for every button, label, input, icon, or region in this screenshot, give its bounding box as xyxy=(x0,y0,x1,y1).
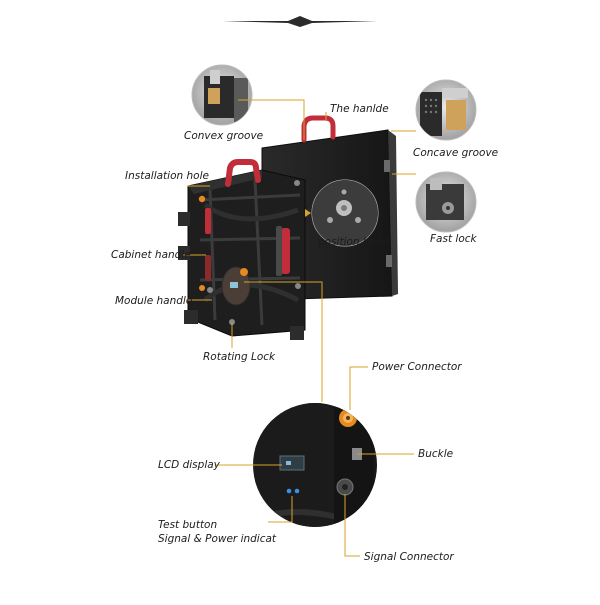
label-position-bead: position bead xyxy=(318,236,390,248)
label-installation-hole: Installation hole xyxy=(125,170,209,182)
leader-power xyxy=(349,366,368,410)
label-fast-lock: Fast lock xyxy=(430,233,477,245)
zoom-connector-side xyxy=(253,403,377,527)
cabinet-front xyxy=(178,159,306,340)
zoom-convex-groove xyxy=(191,64,253,126)
label-cabinet-handle: Cabinet handle xyxy=(111,249,191,261)
leader-signal xyxy=(344,494,360,557)
label-buckle: Buckle xyxy=(418,448,454,460)
label-convex-groove: Convex groove xyxy=(184,130,264,142)
label-signal-connector: Signal Connector xyxy=(364,551,454,563)
label-signal-power: Signal & Power indicat xyxy=(158,533,277,545)
top-divider xyxy=(222,16,378,27)
label-module-handle: Module handle xyxy=(115,295,193,307)
label-rotating-lock: Rotating Lock xyxy=(203,351,276,363)
label-concave-groove: Concave groove xyxy=(413,147,499,159)
label-power-connector: Power Connector xyxy=(372,361,462,373)
leader-zoom-down xyxy=(244,281,323,402)
label-the-handle: The hanlde xyxy=(330,103,389,115)
zoom-concave-groove xyxy=(415,79,477,141)
zoom-fast-lock xyxy=(415,171,477,233)
zoom-position-bead xyxy=(305,179,379,247)
label-test-button: Test button xyxy=(158,519,218,531)
label-lcd-display: LCD display xyxy=(158,459,220,471)
leader-lines xyxy=(183,99,416,557)
leader-convex xyxy=(238,99,305,140)
leader-test xyxy=(268,496,293,523)
